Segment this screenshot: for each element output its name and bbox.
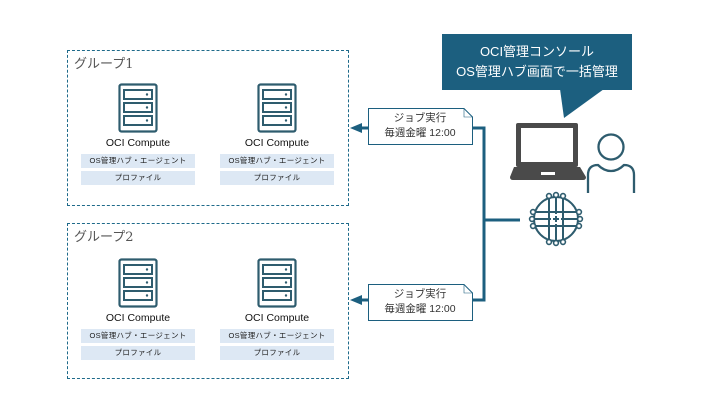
group-title: グループ2 [74, 230, 134, 245]
job-title: ジョブ実行 [393, 288, 447, 300]
console-callout: OCI管理コンソール OS管理ハブ画面で一括管理 [442, 34, 632, 90]
server-rack-icon [118, 83, 158, 133]
job-note-group2[interactable]: ジョブ実行 毎週金曜 12:00 [368, 284, 473, 321]
job-text: ジョブ実行 毎週金曜 12:00 [368, 287, 472, 317]
note-shape [368, 284, 473, 321]
group-title: グループ1 [74, 57, 134, 72]
arrowhead-group1 [350, 123, 362, 133]
server-rack-icon [257, 258, 297, 308]
connector-line-group1 [472, 126, 486, 302]
node-name: OCI Compute [105, 312, 171, 324]
agent-tag: OS管理ハブ・エージェント [220, 329, 334, 343]
node-name: OCI Compute [105, 137, 171, 149]
compute-node[interactable]: OCI Compute OS管理ハブ・エージェント プロファイル [220, 258, 334, 360]
node-name: OCI Compute [244, 312, 310, 324]
profile-tag: プロファイル [220, 171, 334, 185]
compute-node[interactable]: OCI Compute OS管理ハブ・エージェント プロファイル [220, 83, 334, 185]
callout-line2: OS管理ハブ画面で一括管理 [456, 64, 618, 79]
server-rack-icon [257, 83, 297, 133]
group-1: グループ1 OCI Compute OS管理ハブ・エージェント プロファイル O… [67, 50, 349, 206]
compute-node[interactable]: OCI Compute OS管理ハブ・エージェント プロファイル [81, 83, 195, 185]
network-globe-icon [528, 191, 584, 247]
callout-line1: OCI管理コンソール [479, 44, 595, 59]
compute-node[interactable]: OCI Compute OS管理ハブ・エージェント プロファイル [81, 258, 195, 360]
job-text: ジョブ実行 毎週金曜 12:00 [368, 111, 472, 141]
arrowhead-group2 [350, 295, 362, 305]
note-shape [368, 108, 473, 145]
server-rack-icon [118, 258, 158, 308]
job-schedule: 毎週金曜 12:00 [384, 127, 456, 139]
user-icon [586, 133, 636, 193]
job-note-group1[interactable]: ジョブ実行 毎週金曜 12:00 [368, 108, 473, 145]
job-title: ジョブ実行 [393, 112, 447, 124]
profile-tag: プロファイル [220, 346, 334, 360]
job-schedule: 毎週金曜 12:00 [384, 303, 456, 315]
profile-tag: プロファイル [81, 346, 195, 360]
profile-tag: プロファイル [81, 171, 195, 185]
agent-tag: OS管理ハブ・エージェント [81, 329, 195, 343]
laptop-icon [510, 123, 586, 180]
agent-tag: OS管理ハブ・エージェント [81, 154, 195, 168]
agent-tag: OS管理ハブ・エージェント [220, 154, 334, 168]
node-name: OCI Compute [244, 137, 310, 149]
group-2: グループ2 OCI Compute OS管理ハブ・エージェント プロファイル O… [67, 223, 349, 379]
